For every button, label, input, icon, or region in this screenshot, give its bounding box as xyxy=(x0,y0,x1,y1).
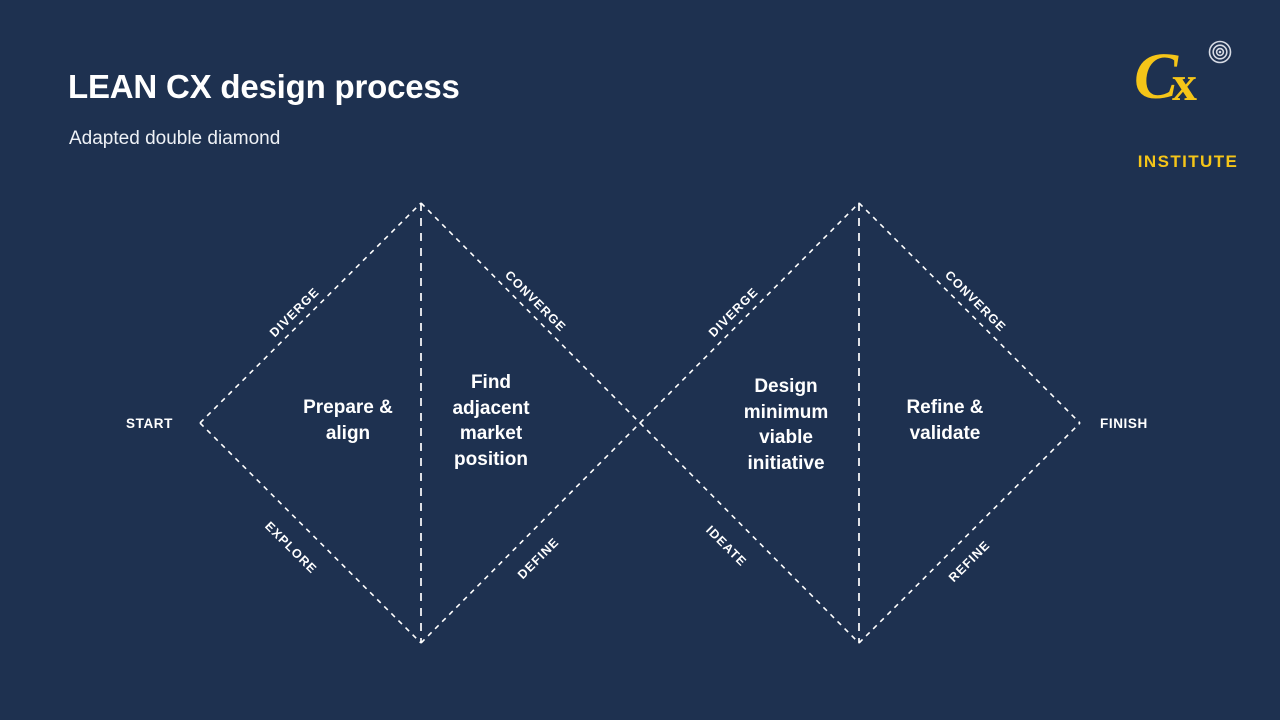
phase-line: validate xyxy=(909,422,981,444)
d2-edge-diverge xyxy=(639,202,860,424)
phase-line: Design xyxy=(754,376,818,397)
cx-logo-wordmark: INSTITUTE xyxy=(1137,152,1239,171)
phase-line: align xyxy=(325,422,371,444)
d1-edge-converge xyxy=(420,202,641,424)
phase-line: market xyxy=(459,423,523,444)
d1-edge-define xyxy=(420,422,641,644)
d2-edge-ideate xyxy=(639,422,860,644)
svg-text:C: C xyxy=(1134,40,1179,113)
page-title: LEAN CX design process xyxy=(68,68,460,105)
phase-find-adjacent-market-position: Find adjacent market position xyxy=(424,370,558,472)
d2-edge-refine xyxy=(858,422,1081,644)
phase-prepare-align: Prepare & align xyxy=(262,395,434,446)
phase-line: viable xyxy=(759,427,813,448)
phase-line: Refine & xyxy=(906,397,984,418)
finish-label: FINISH xyxy=(1100,416,1148,431)
page-subtitle: Adapted double diamond xyxy=(69,128,281,149)
spiral-registered-icon xyxy=(1208,40,1232,64)
phase-line: Prepare & xyxy=(303,397,393,418)
d2-edge-converge xyxy=(858,202,1081,424)
phase-line: minimum xyxy=(743,401,829,423)
d1-edge-diverge xyxy=(199,202,422,424)
start-label: START xyxy=(126,416,173,431)
phase-line: adjacent xyxy=(452,397,530,419)
cx-logo-mark: C x xyxy=(1134,40,1232,113)
phase-refine-validate: Refine & validate xyxy=(862,395,1028,446)
d1-edge-explore xyxy=(199,422,422,644)
phase-line: initiative xyxy=(747,452,825,474)
phase-line: Find xyxy=(470,372,512,393)
phase-line: position xyxy=(454,448,528,470)
phase-design-minimum-viable-initiative: Design minimum viable initiative xyxy=(714,374,858,476)
cx-institute-logo: C x INSTITUTE xyxy=(1128,38,1248,171)
svg-text:x: x xyxy=(1172,55,1197,111)
